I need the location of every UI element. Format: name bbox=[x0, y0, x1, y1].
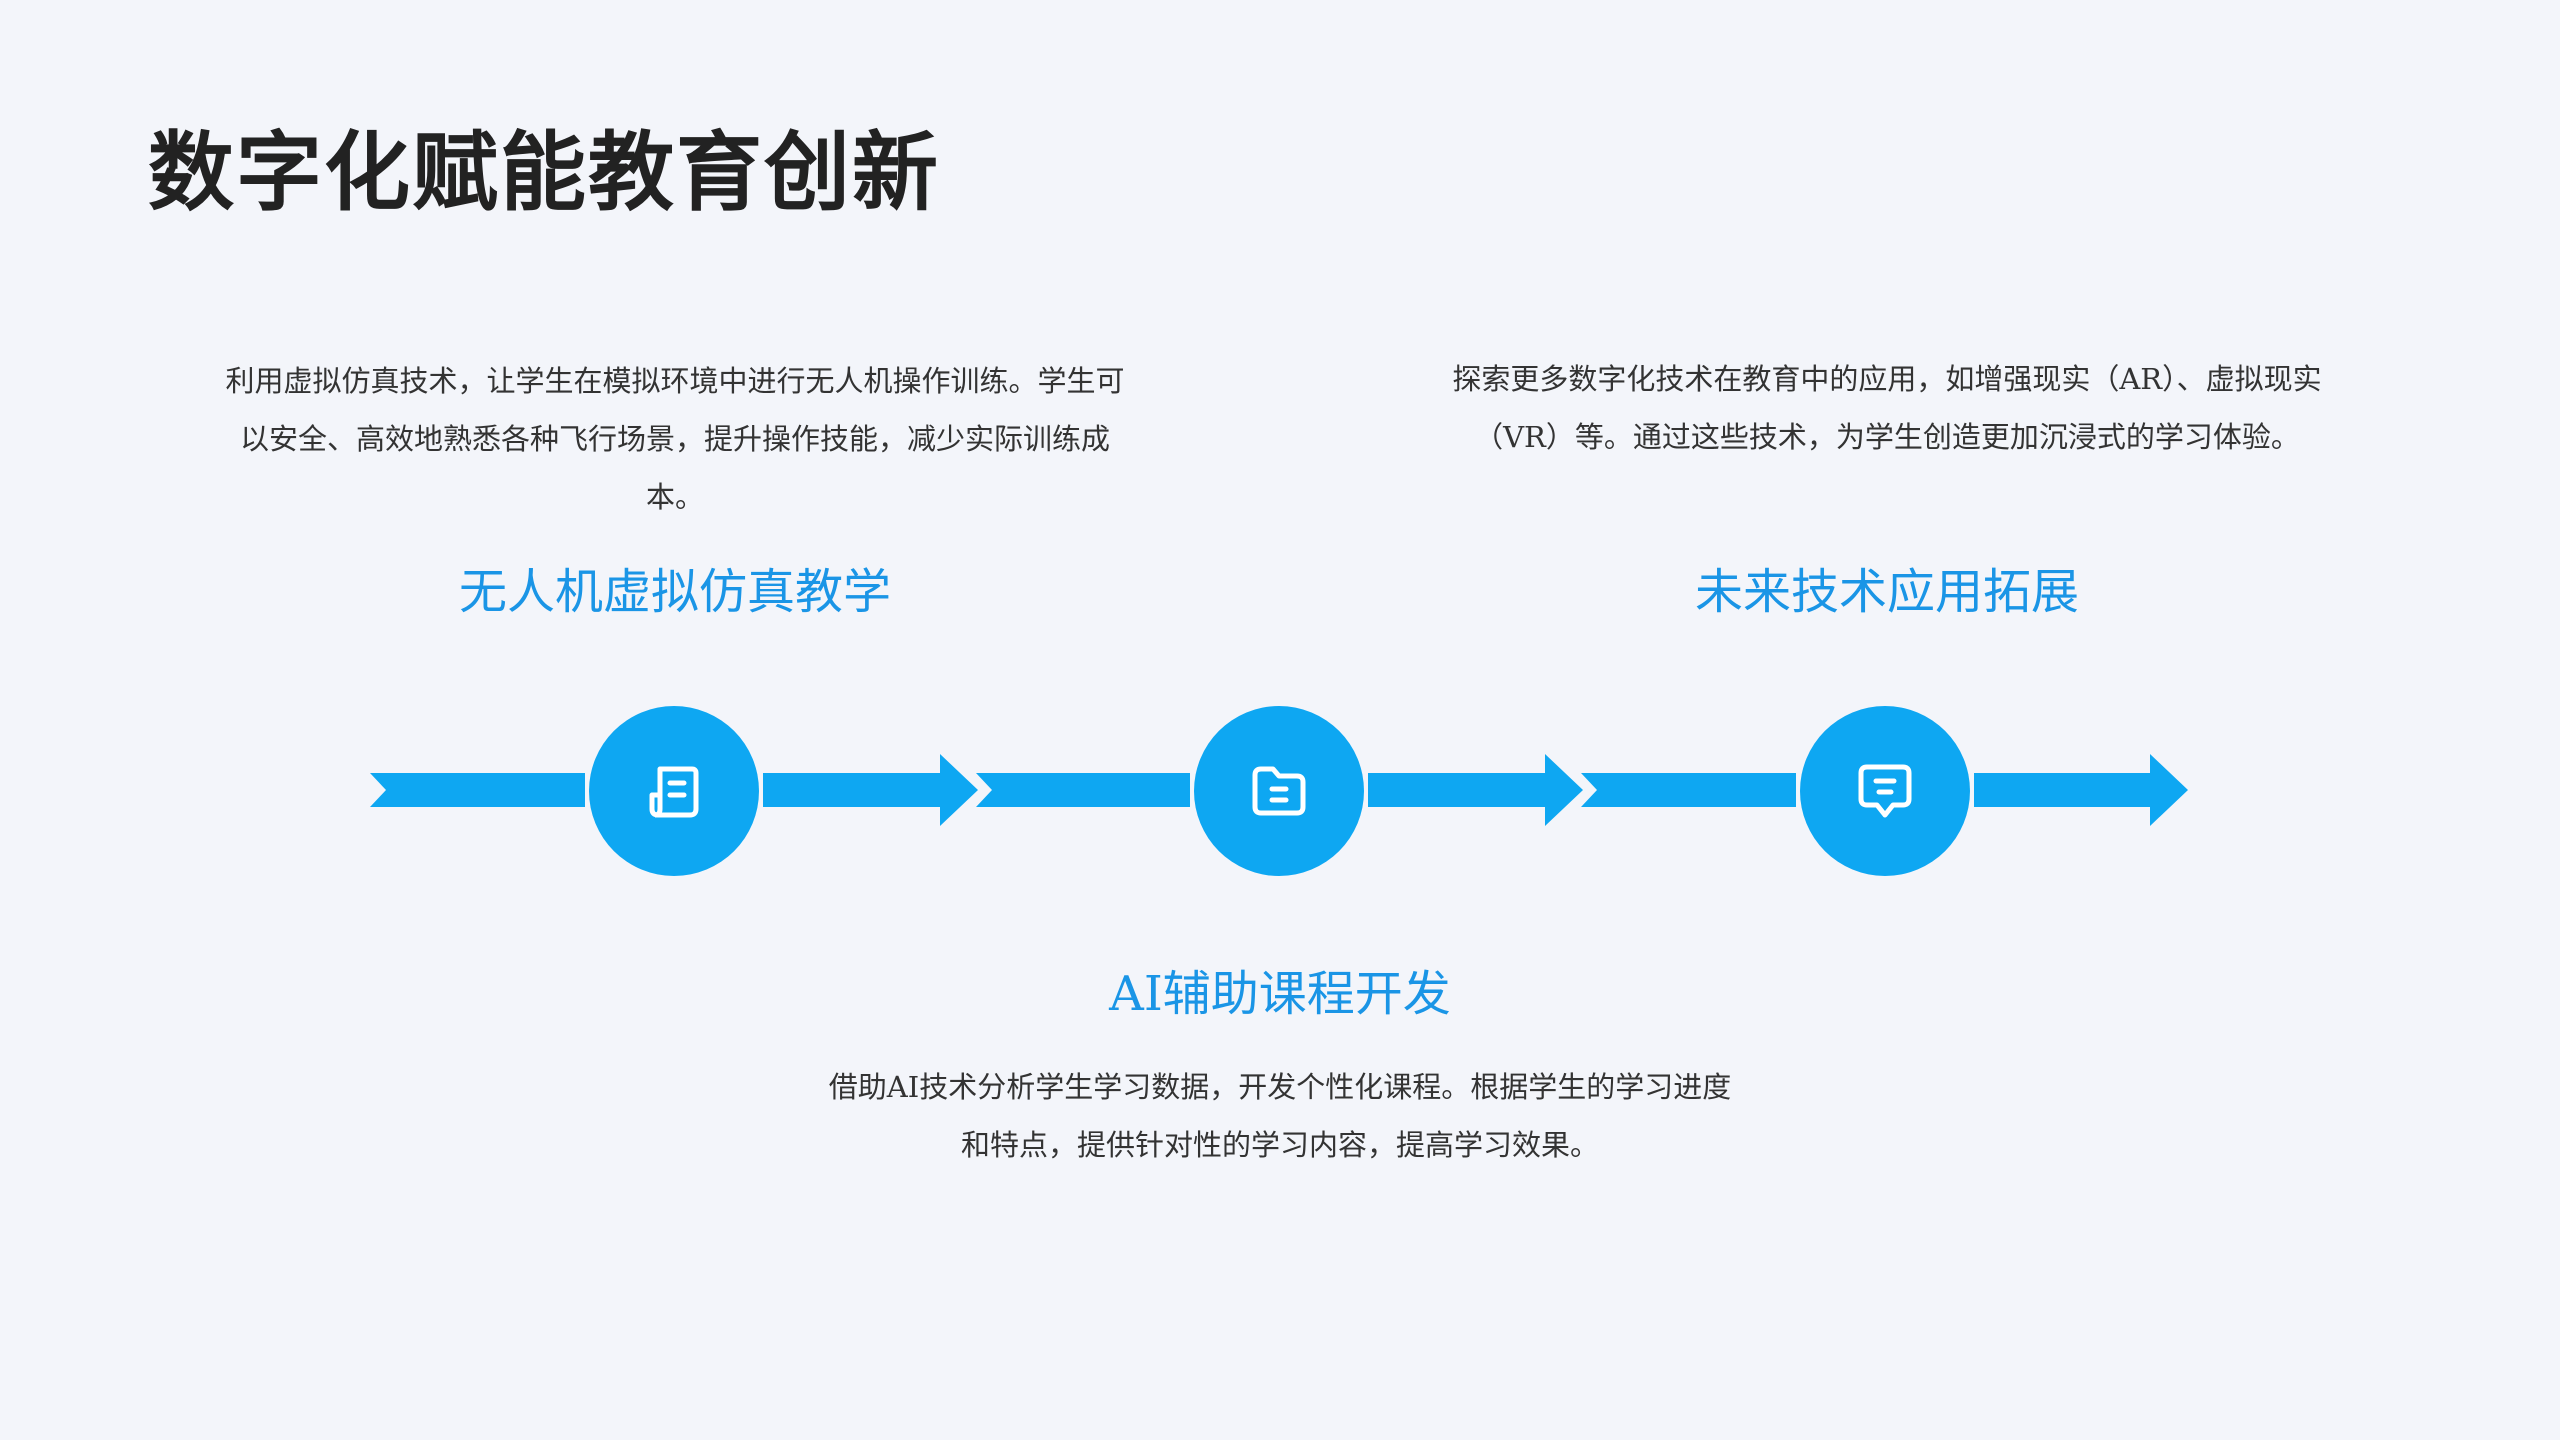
arrow-segment-1-tail bbox=[370, 773, 585, 807]
item-2-description: 借助AI技术分析学生学习数据，开发个性化课程。根据学生的学习进度和特点，提供针对… bbox=[828, 1070, 1732, 1162]
item-3-description: 探索更多数字化技术在教育中的应用，如增强现实（AR）、虚拟现实（VR）等。通过这… bbox=[1452, 362, 2322, 454]
item-2-heading: AI辅助课程开发 bbox=[1109, 966, 1451, 1022]
page-title: 数字化赋能教育创新 bbox=[148, 122, 940, 223]
message-icon bbox=[1858, 764, 1912, 818]
step-1-circle bbox=[589, 706, 759, 876]
item-1-description: 利用虚拟仿真技术，让学生在模拟环境中进行无人机操作训练。学生可以安全、高效地熟悉… bbox=[225, 364, 1125, 514]
step-3-circle bbox=[1800, 706, 1970, 876]
arrow-segment-3-tail bbox=[1581, 773, 1796, 807]
arrow-segment-1-head bbox=[763, 754, 978, 826]
item-1-heading: 无人机虚拟仿真教学 bbox=[458, 564, 891, 620]
arrow-segment-2-tail bbox=[976, 773, 1190, 807]
arrow-segment-3-head bbox=[1974, 754, 2188, 826]
step-2-circle bbox=[1194, 706, 1364, 876]
document-icon bbox=[649, 766, 699, 818]
arrow-segment-2-head bbox=[1368, 754, 1583, 826]
folder-icon bbox=[1252, 766, 1306, 816]
item-3-heading: 未来技术应用拓展 bbox=[1694, 564, 2079, 620]
